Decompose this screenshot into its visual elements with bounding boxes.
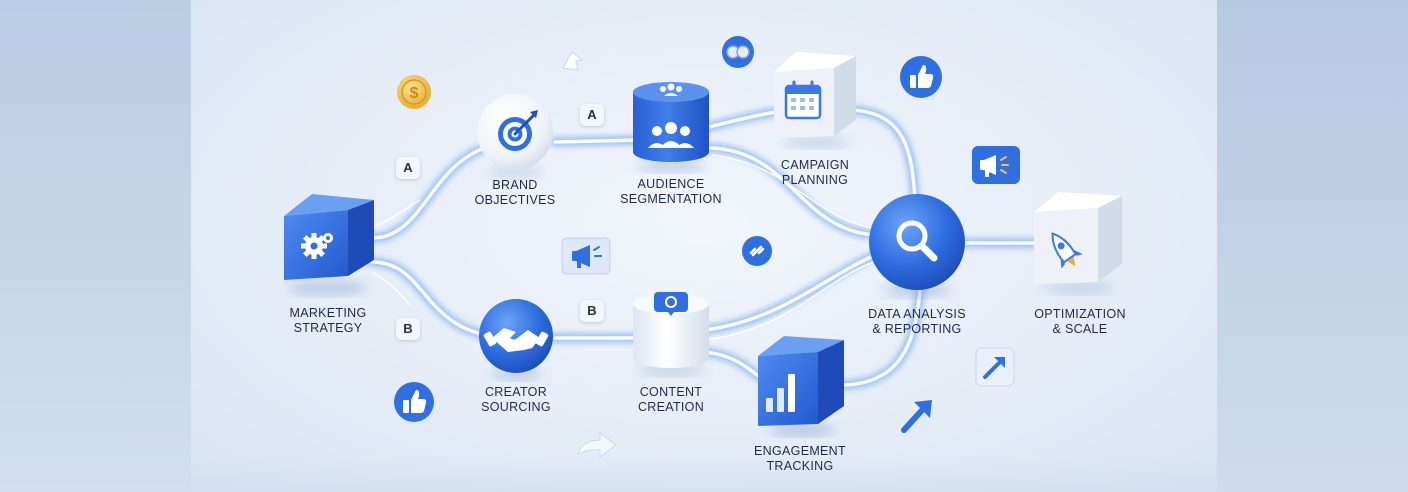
target-icon bbox=[498, 110, 538, 151]
data-analysis-label: DATA ANALYSIS& REPORTING bbox=[868, 307, 966, 336]
handshake-icon bbox=[483, 328, 549, 352]
bar-chart-icon bbox=[766, 374, 795, 412]
thumbs-up-bottom-icon bbox=[394, 382, 434, 422]
optimization-scale-cube bbox=[1034, 192, 1122, 294]
branch-tag-a-top: A bbox=[580, 104, 604, 126]
branch-tag-a-left: A bbox=[396, 157, 420, 179]
content-creation-cylinder bbox=[633, 292, 709, 376]
arrow-icon bbox=[562, 51, 584, 71]
chat-icon bbox=[654, 292, 688, 316]
creator-sourcing-sphere bbox=[479, 299, 553, 379]
branch-tag-b-bottom: B bbox=[580, 300, 604, 322]
marketing-strategy-cube bbox=[284, 194, 374, 295]
branch-tag-b-left: B bbox=[396, 318, 420, 340]
coin-icon: $ bbox=[397, 75, 431, 109]
calendar-icon bbox=[784, 80, 822, 120]
brand-objectives-sphere bbox=[477, 94, 553, 177]
rocket-icon bbox=[1051, 232, 1083, 269]
growth-arrow-card-icon bbox=[975, 347, 1015, 387]
optimization-scale-label: OPTIMIZATION& SCALE bbox=[1034, 307, 1126, 336]
megaphone-icon bbox=[972, 146, 1020, 184]
engagement-tracking-cube bbox=[758, 336, 844, 436]
svg-text:$: $ bbox=[410, 85, 419, 102]
megaphone-card-icon bbox=[561, 237, 611, 275]
floor-shade bbox=[191, 455, 1217, 492]
chain-link-icon bbox=[722, 36, 754, 68]
left-backdrop bbox=[0, 0, 191, 492]
gear-icon bbox=[301, 233, 333, 259]
people-icon bbox=[648, 83, 694, 148]
campaign-planning-cube bbox=[774, 52, 856, 148]
magnifier-icon bbox=[896, 220, 938, 262]
chain-link-small-icon bbox=[742, 236, 772, 266]
audience-segmentation-cylinder bbox=[633, 82, 709, 172]
right-backdrop bbox=[1217, 0, 1408, 492]
thumbs-up-icon bbox=[900, 56, 942, 98]
growth-arrow-icon bbox=[901, 400, 932, 433]
share-arrow-icon bbox=[577, 432, 617, 458]
data-analysis-sphere bbox=[869, 194, 965, 296]
